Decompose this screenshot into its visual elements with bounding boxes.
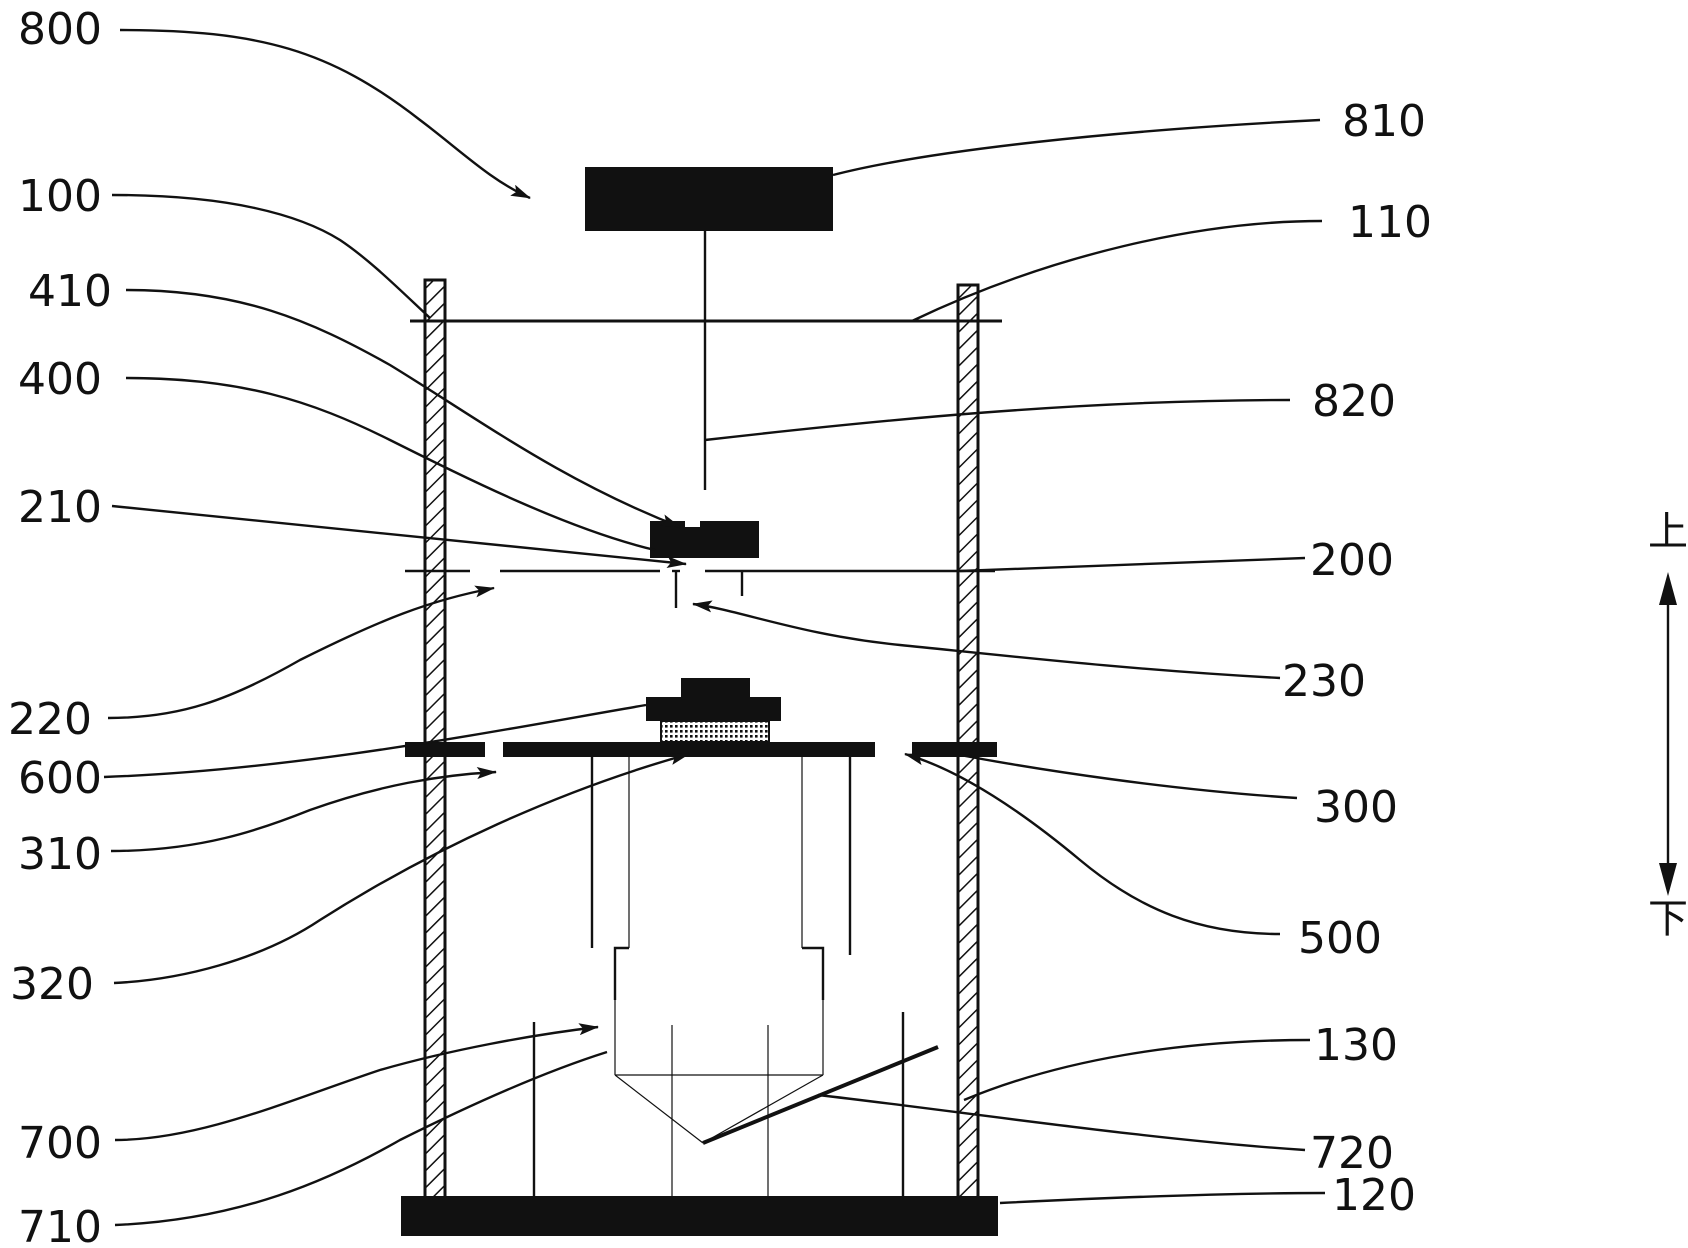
label-220: 220 [8, 694, 92, 745]
lower-plate [405, 742, 997, 757]
direction-down-label: 下 [1648, 896, 1688, 942]
label-720: 720 [1310, 1128, 1394, 1179]
direction-up-label: 上 [1648, 509, 1688, 555]
lower-workpiece [646, 678, 781, 743]
label-410: 410 [28, 266, 112, 317]
leader-lines [103, 28, 1326, 1227]
upper-workpiece [650, 521, 759, 558]
reference-numerals: 800 810 100 110 410 400 820 210 200 220 … [8, 4, 1432, 1248]
label-800: 800 [18, 4, 102, 55]
label-210: 210 [18, 482, 102, 533]
label-320: 320 [10, 959, 94, 1010]
label-810: 810 [1342, 96, 1426, 147]
base-plate [401, 1196, 998, 1236]
upper-plate [405, 569, 995, 608]
label-120: 120 [1332, 1170, 1416, 1221]
label-130: 130 [1314, 1020, 1398, 1071]
label-400: 400 [18, 354, 102, 405]
motor-block [585, 167, 833, 231]
label-710: 710 [18, 1202, 102, 1248]
label-200: 200 [1310, 535, 1394, 586]
base-rods [532, 1012, 905, 1196]
label-100: 100 [18, 171, 102, 222]
label-700: 700 [18, 1118, 102, 1169]
label-600: 600 [18, 753, 102, 804]
support-rods [590, 757, 852, 955]
label-230: 230 [1282, 656, 1366, 707]
label-310: 310 [18, 829, 102, 880]
label-110: 110 [1348, 197, 1432, 248]
label-820: 820 [1312, 376, 1396, 427]
label-300: 300 [1314, 782, 1398, 833]
direction-indicator: 上 下 [1648, 509, 1688, 942]
label-500: 500 [1298, 913, 1382, 964]
vacuum-head [613, 946, 825, 1196]
